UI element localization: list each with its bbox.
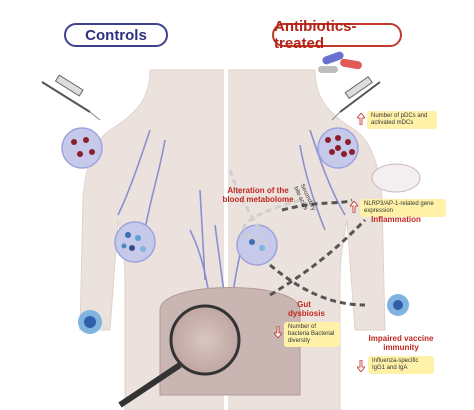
antibiotics-title: Antibiotics-treated	[272, 18, 402, 52]
impaired-immunity-label: Impaired vaccine immunity	[368, 334, 434, 352]
blood-zoom	[114, 221, 156, 263]
influenza-note: Influenza-specific IgG1 and IgA	[368, 356, 434, 374]
dendritic-cell-icon	[78, 294, 409, 334]
inflammation-zoom	[371, 163, 421, 193]
injection-site-zoom	[61, 127, 103, 169]
blood-zoom	[236, 224, 278, 266]
immune-cells-icon	[71, 135, 355, 157]
syringe-icon	[331, 75, 381, 121]
pdcs-note: Number of pDCs and activated mDCs	[367, 111, 437, 129]
controls-title: Controls	[64, 23, 168, 47]
up-arrow-icon	[357, 113, 365, 125]
dysbiosis-label: Gut dysbiosis	[288, 300, 325, 318]
nlrp3-note: NLRP3/AP-1-related gene expression	[360, 199, 446, 217]
gut-illustration	[118, 287, 301, 408]
metabolome-label: Alteration of the blood metabolome	[222, 186, 294, 204]
pathway-arrows	[228, 169, 367, 307]
syringe-icon	[41, 74, 101, 121]
bacteria-note: Number of bacteria Bacterial diversity	[284, 322, 340, 347]
metabolites-icon	[121, 232, 265, 252]
up-arrow-icon	[350, 201, 358, 213]
down-arrow-icon	[357, 360, 365, 372]
down-arrow-icon	[274, 326, 282, 338]
antibiotic-pills-icon	[318, 51, 362, 73]
inflammation-label: Inflammation	[371, 215, 421, 224]
